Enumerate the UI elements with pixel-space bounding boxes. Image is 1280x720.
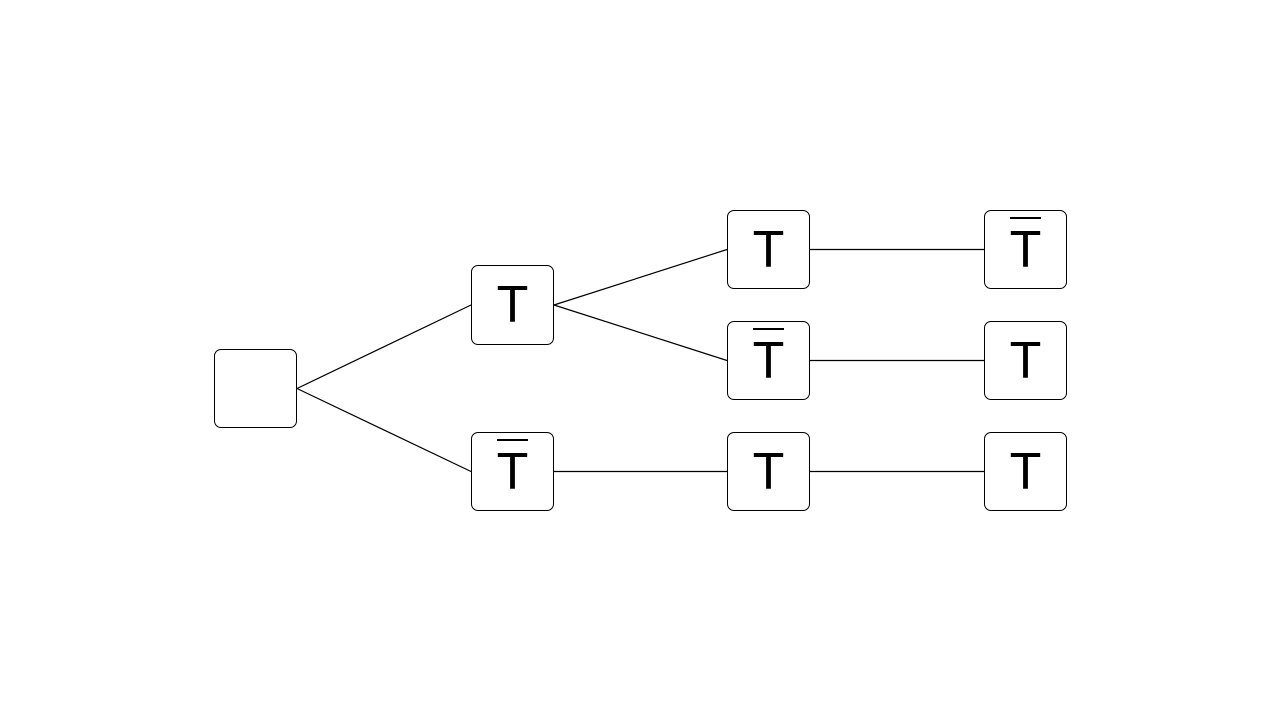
- negation-bar: [1009, 216, 1042, 219]
- edge-line: [296, 387, 472, 473]
- negation-bar: [496, 438, 529, 441]
- level2-node-t: T: [727, 432, 810, 511]
- node-label: T: [496, 442, 529, 501]
- edge-line: [296, 304, 472, 390]
- level2-node-not-t: T: [727, 321, 810, 400]
- root-node: [214, 349, 297, 428]
- node-label: T: [752, 331, 785, 390]
- leaf-node-t: T: [984, 321, 1067, 400]
- negation-bar: [752, 327, 785, 330]
- node-label: T: [752, 220, 785, 279]
- branch-node-not-t: T: [471, 432, 554, 511]
- node-label: T: [1009, 220, 1042, 279]
- edge-line: [553, 304, 728, 362]
- node-label: T: [496, 276, 529, 334]
- branch-node-t: T: [471, 265, 554, 345]
- leaf-node-t: T: [984, 432, 1067, 511]
- node-label: T: [752, 442, 785, 501]
- edge-line: [553, 248, 728, 306]
- leaf-node-not-t: T: [984, 210, 1067, 289]
- node-label: T: [1009, 331, 1042, 390]
- level2-node-t: T: [727, 210, 810, 289]
- node-label: T: [1009, 442, 1042, 501]
